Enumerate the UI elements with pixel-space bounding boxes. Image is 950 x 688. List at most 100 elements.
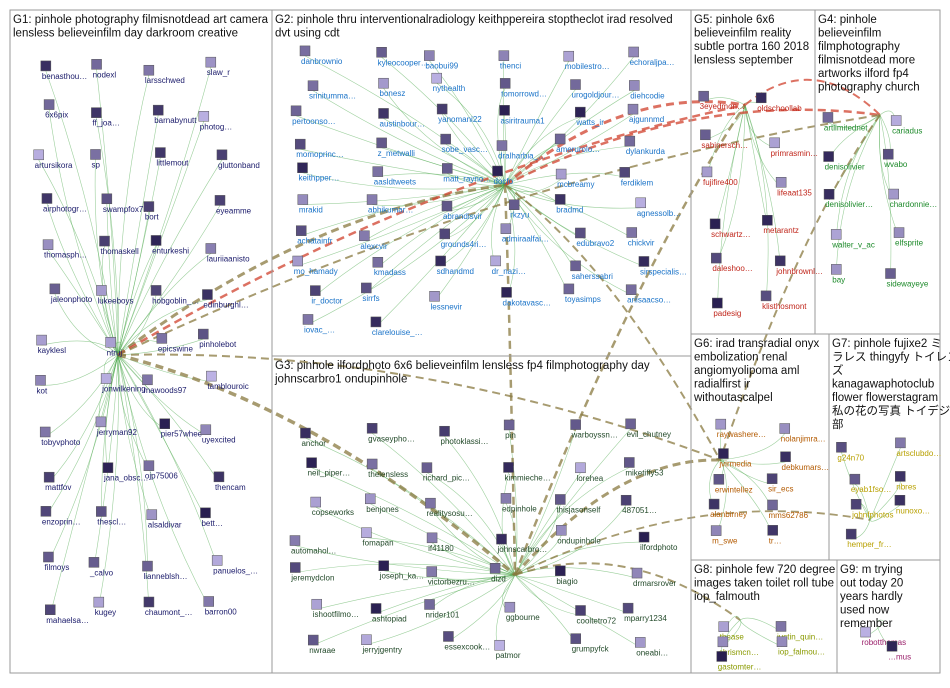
- node-robotthomas[interactable]: robotthomas: [860, 626, 906, 647]
- node-if41180[interactable]: if41180: [426, 532, 454, 553]
- node-admiraalfai[interactable]: admiraalfai…: [500, 223, 549, 244]
- node-mms62786[interactable]: mms62786: [767, 499, 809, 520]
- node-artlimitednet[interactable]: artlimitednet: [822, 112, 868, 132]
- node-sidewayeye[interactable]: sidewayeye: [885, 268, 929, 289]
- node-benasthou[interactable]: benasthou…: [40, 60, 87, 81]
- node-calvo[interactable]: _calvo: [88, 557, 114, 577]
- node-tomorrowd[interactable]: tomorrowd…: [499, 78, 547, 98]
- node-iop-falmou[interactable]: iop_falmou…: [776, 636, 825, 657]
- node-edpinhole[interactable]: edpinhole: [500, 493, 537, 513]
- node-mcbreamy[interactable]: mcbreamy: [555, 168, 594, 189]
- node-drmarsrover[interactable]: drmarsrover: [631, 567, 676, 588]
- node-metarantz[interactable]: metarantz: [762, 214, 799, 235]
- node-filmoys[interactable]: filmoys: [43, 551, 69, 572]
- node-nrider101[interactable]: nrider101: [424, 599, 460, 619]
- node-kugey[interactable]: kugey: [93, 596, 116, 617]
- node-sdhandmd[interactable]: sdhandmd: [435, 255, 474, 276]
- node-jeremydclon[interactable]: jeremydclon: [290, 562, 334, 583]
- node-nodexl[interactable]: nodexl: [91, 59, 117, 79]
- node-momoprinc[interactable]: momoprinc…: [294, 138, 344, 159]
- node-sp[interactable]: sp: [90, 149, 101, 169]
- node-dylankurda[interactable]: dylankurda: [624, 135, 666, 156]
- node-ashtopiad[interactable]: ashtopiad: [370, 603, 407, 623]
- node-slaw-r[interactable]: slaw_r: [205, 56, 230, 77]
- node-thescl[interactable]: thescl…: [96, 506, 126, 526]
- node-neil-piper[interactable]: neil_piper…: [306, 457, 351, 478]
- node-schwartz[interactable]: schwartz…: [709, 218, 751, 239]
- node-gluttonband[interactable]: gluttonband: [216, 149, 260, 170]
- node-padesig[interactable]: padesig: [712, 297, 741, 318]
- node-edubravo2[interactable]: edubravo2: [575, 227, 615, 248]
- node-mparry1234[interactable]: mparry1234: [622, 602, 667, 623]
- node-eyeamme[interactable]: eyeamme: [214, 195, 252, 215]
- node-sirspecialis[interactable]: sirspecialis…: [638, 256, 687, 276]
- node-kimmieche[interactable]: kimmieche…: [503, 462, 551, 482]
- node-cooltetro72[interactable]: cooltetro72: [575, 605, 617, 625]
- node-patmor[interactable]: patmor: [494, 639, 521, 660]
- node-jaleonphoto[interactable]: jaleonphoto: [49, 283, 93, 304]
- node-hobgoblin[interactable]: hobgoblin_…: [150, 285, 199, 305]
- node-tamblouroic[interactable]: tamblouroic: [206, 370, 249, 391]
- node-erwintellez[interactable]: erwintellez: [713, 474, 753, 494]
- node-nythealth[interactable]: nythealth: [431, 72, 465, 93]
- node-kayklesl[interactable]: kayklesl: [36, 334, 67, 355]
- node-watts-ir[interactable]: watts_ir: [575, 106, 604, 127]
- node-ntruj[interactable]: ntruj: [105, 337, 123, 357]
- node-warboyssn[interactable]: warboyssn…: [570, 419, 618, 440]
- node-danbrownio[interactable]: danbrownio: [299, 45, 343, 66]
- node-pertoonso[interactable]: pertoonso…: [290, 105, 336, 126]
- node-epicswine[interactable]: epicswine: [156, 333, 194, 353]
- node-lifeaat135[interactable]: lifeaat135: [775, 177, 812, 197]
- node-aasldtweets[interactable]: aasldtweets: [372, 166, 416, 187]
- node-echoraljpa[interactable]: echoraljpa…: [628, 46, 675, 67]
- node-ferdiklem[interactable]: ferdiklem: [619, 167, 654, 187]
- node-jvirmedia[interactable]: jvirmedia: [718, 448, 752, 469]
- node-nunoxo[interactable]: nunoxo…: [894, 495, 930, 515]
- node-bradmd[interactable]: bradmd: [554, 194, 583, 214]
- node-6x6pix[interactable]: 6x6pix: [43, 99, 68, 120]
- node-dakotavasc[interactable]: dakotavasc…: [501, 287, 551, 307]
- node-abhikumar[interactable]: abhikumar…: [366, 194, 413, 215]
- node-toyasimps[interactable]: toyasimps: [563, 283, 601, 304]
- node-jerryjgentry[interactable]: jerryjgentry: [361, 634, 402, 655]
- node-artsclubdo[interactable]: artsclubdo…: [895, 437, 941, 458]
- node-diehcodie[interactable]: diehcodie: [629, 80, 665, 100]
- node-3eyedmon[interactable]: 3eyedmon…: [698, 90, 745, 111]
- node-urogoldjour[interactable]: urogoldjour…: [570, 79, 620, 100]
- node-nolanjimra[interactable]: nolanjimra…: [779, 423, 826, 444]
- node-edinburghl[interactable]: edinburghl…: [202, 289, 249, 310]
- node-daleshoo[interactable]: daleshoo…: [711, 252, 753, 273]
- node-eyab1fso[interactable]: eyab1fso…: [849, 473, 891, 494]
- node-mahaelsa[interactable]: mahaelsa…: [45, 604, 89, 625]
- node-larsschwed[interactable]: larsschwed: [143, 64, 185, 85]
- node-clarelouise[interactable]: clarelouise_…: [370, 316, 423, 337]
- node-asiritrauma1[interactable]: asiritrauma1: [499, 105, 546, 125]
- node-johnscarbro[interactable]: johnscarbro…: [496, 533, 548, 554]
- node-oldschoollab[interactable]: oldschoollab: [755, 92, 802, 113]
- node-rkzyu[interactable]: rkzyu: [508, 199, 529, 220]
- node-487051[interactable]: 487051…: [620, 494, 657, 515]
- node-austinbour[interactable]: austinbour…: [378, 108, 425, 128]
- node-ariisaacso[interactable]: ariisaacso…: [625, 284, 671, 305]
- node-sir-ecs[interactable]: sir_ecs: [766, 473, 793, 494]
- node-joseph-ka[interactable]: joseph_ka…: [378, 560, 424, 581]
- node-justin-quin[interactable]: justin_quin…: [775, 621, 823, 641]
- node-bonesz[interactable]: bonesz: [378, 77, 406, 98]
- node-victorbezru[interactable]: victorbezru…: [426, 566, 475, 587]
- node-thease[interactable]: thease: [718, 621, 745, 642]
- node-thenci[interactable]: thenci: [498, 50, 522, 71]
- node-jerryman92[interactable]: jerryman92: [95, 416, 138, 437]
- node-littlemout[interactable]: littlemout: [155, 147, 189, 168]
- node-chaumont[interactable]: chaumont_…: [143, 596, 193, 617]
- node-sabinersch[interactable]: sabinersch…: [700, 129, 748, 150]
- node-saherssabri[interactable]: saherssabri: [570, 260, 614, 281]
- node-g24n70[interactable]: g24n70: [836, 442, 865, 462]
- node-pier57whee[interactable]: pier57whee: [159, 418, 203, 439]
- node-iovac[interactable]: iovac_…: [302, 314, 335, 334]
- node-wvabo[interactable]: wvabo: [882, 148, 908, 169]
- node-kot[interactable]: kot: [35, 375, 48, 395]
- node-grounds4ri[interactable]: grounds4ri…: [439, 228, 487, 249]
- node-denisolivier[interactable]: denisolivier: [823, 151, 865, 172]
- node-chrismcn[interactable]: chrismcn…: [717, 636, 759, 657]
- node-denisolivier[interactable]: denisolivier…: [823, 188, 873, 209]
